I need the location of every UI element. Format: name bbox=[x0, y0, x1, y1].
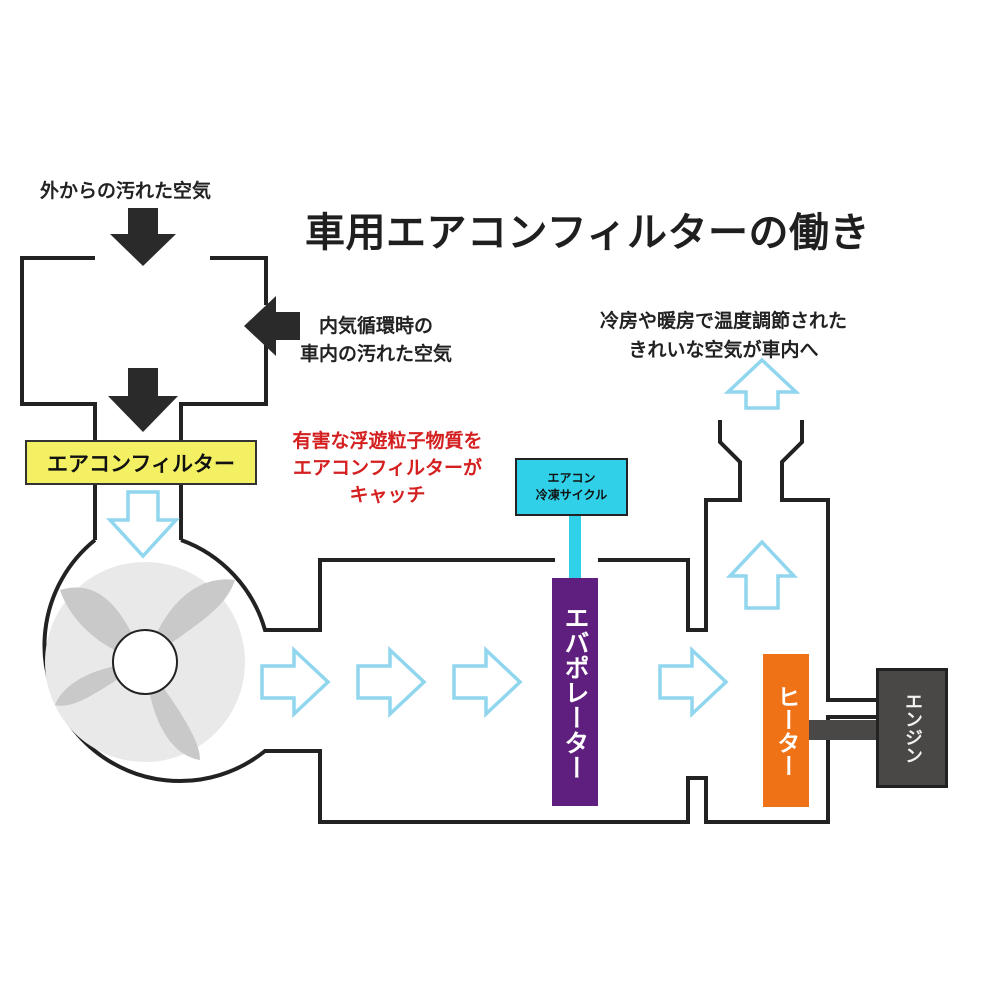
catch-line: エアコンフィルターが bbox=[292, 457, 483, 479]
intake-box-top-right bbox=[210, 256, 268, 305]
catch-line: キャッチ bbox=[349, 484, 426, 506]
catch-line: 有害な浮遊粒子物質を bbox=[292, 430, 483, 452]
down-arrow-icon bbox=[110, 208, 176, 266]
inside-air-line: 内気循環時の bbox=[319, 315, 434, 337]
up-arrow-icon bbox=[725, 539, 799, 610]
refrigerant-line bbox=[569, 515, 581, 579]
right-arrow-icon bbox=[260, 645, 331, 719]
fan-hub bbox=[112, 629, 178, 695]
diagram-title: 車用エアコンフィルターの働き bbox=[305, 210, 870, 256]
airflow-arrows bbox=[106, 357, 801, 719]
outlet-right bbox=[780, 420, 880, 702]
up-arrow-icon bbox=[723, 357, 801, 410]
clean-air-line: 冷房や暖房で温度調節された bbox=[600, 310, 848, 332]
air-filter: エアコンフィルター bbox=[25, 440, 257, 485]
intake-box-left bbox=[20, 256, 97, 440]
cycle-line: 冷凍サイクル bbox=[535, 488, 608, 502]
engine-connector bbox=[808, 720, 878, 740]
outside-air-label: 外からの汚れた空気 bbox=[40, 180, 212, 202]
refrigeration-cycle: エアコン 冷凍サイクル bbox=[515, 458, 628, 516]
down-arrow-icon bbox=[108, 368, 178, 432]
heater: ヒーター bbox=[763, 654, 809, 807]
down-arrow-icon bbox=[106, 490, 180, 559]
fan bbox=[45, 562, 245, 762]
clean-air-label: 冷房や暖房で温度調節された きれいな空気が車内へ bbox=[600, 307, 847, 365]
intake-box-right bbox=[179, 345, 268, 440]
duct-outline bbox=[20, 256, 880, 824]
cycle-line: エアコン bbox=[547, 471, 596, 485]
right-arrow-icon bbox=[452, 645, 523, 719]
clean-air-line: きれいな空気が車内へ bbox=[628, 339, 819, 361]
right-arrow-icon bbox=[356, 645, 427, 719]
left-arrow-icon bbox=[244, 296, 300, 356]
filter-catch-label: 有害な浮遊粒子物質を エアコンフィルターが キャッチ bbox=[265, 428, 510, 509]
engine: エンジン bbox=[876, 668, 948, 788]
outlet-left bbox=[598, 420, 742, 632]
inside-air-label: 内気循環時の 車内の汚れた空気 bbox=[300, 312, 452, 368]
dirty-air-arrows bbox=[108, 208, 300, 432]
main-duct-bottom bbox=[42, 538, 880, 824]
right-arrow-icon bbox=[658, 645, 729, 719]
main-duct-top-left bbox=[180, 538, 555, 632]
inside-air-line: 車内の汚れた空気 bbox=[300, 343, 453, 365]
evaporator: エバポレーター bbox=[552, 578, 598, 806]
